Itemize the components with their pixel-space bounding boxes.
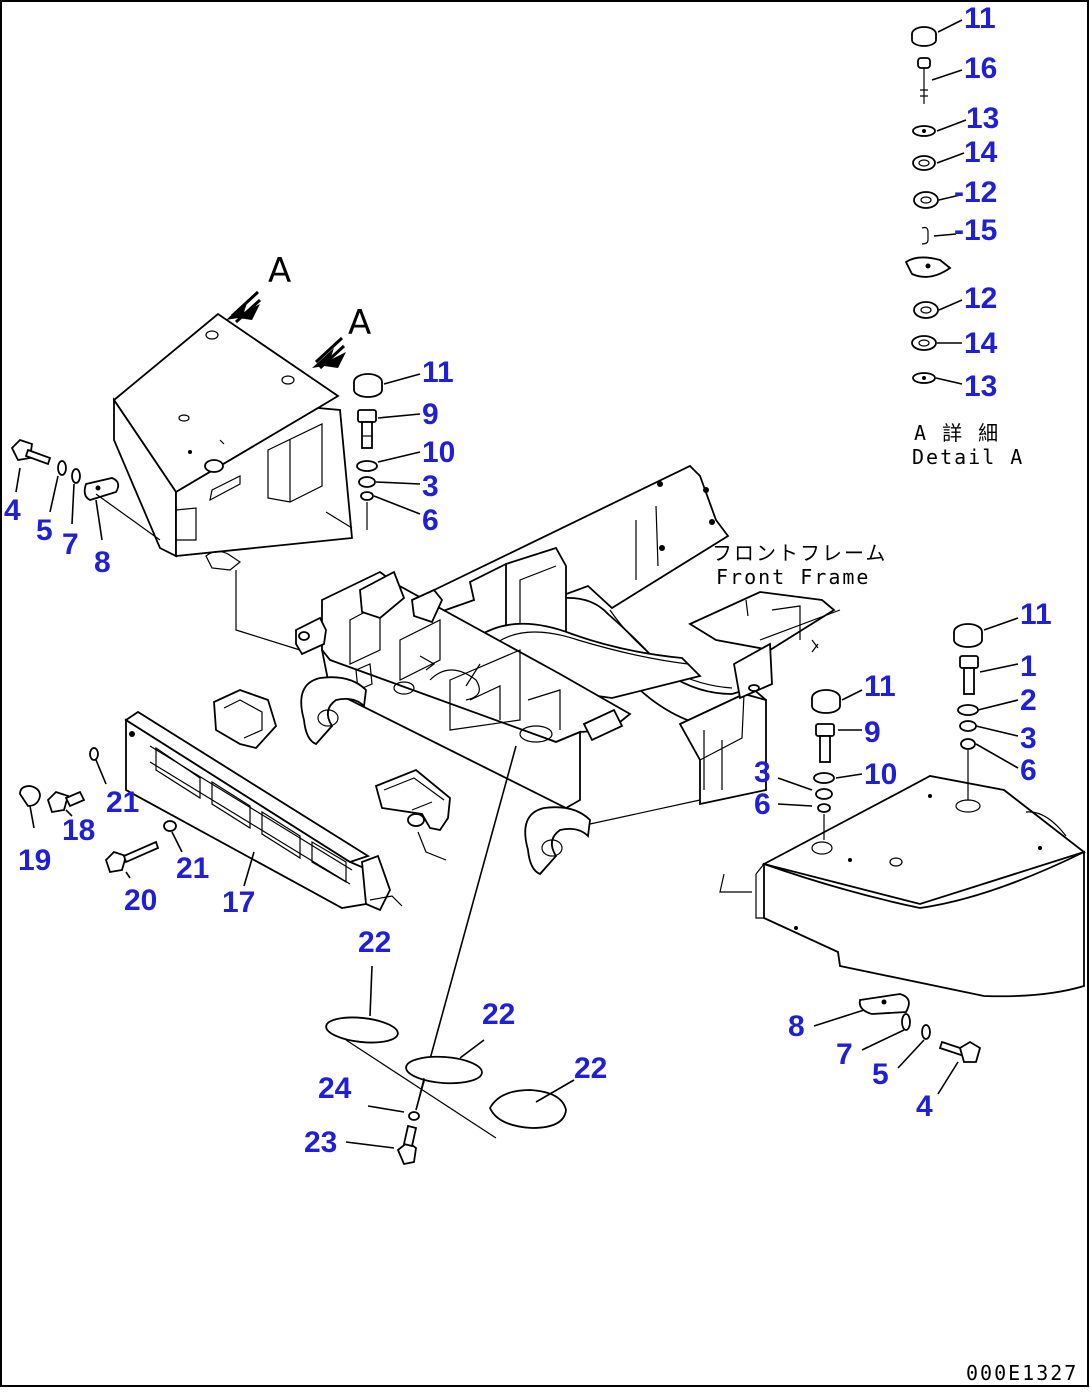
callout-15: -15 (954, 214, 997, 247)
drawing-code: 000E1327 (966, 1361, 1078, 1385)
callout-3: 3 (1020, 722, 1037, 755)
view-labels: A A A 詳 細 Detail A フロントフレーム Front Frame … (268, 251, 1078, 1385)
callout-10: 10 (864, 758, 897, 791)
front-frame (295, 464, 841, 893)
callout-22: 22 (574, 1052, 607, 1085)
callout-5: 5 (36, 514, 53, 547)
left-cover-assembly (10, 290, 421, 651)
callout-4: 4 (916, 1090, 933, 1123)
callout-10: 10 (422, 436, 455, 469)
callout-4: 4 (4, 494, 21, 527)
callout-22: 22 (482, 998, 515, 1031)
callout-5: 5 (872, 1058, 889, 1091)
right-cover-assembly (755, 617, 1086, 1095)
callout-14: 14 (964, 327, 998, 360)
callout-14: 14 (964, 136, 998, 169)
callout-19: 19 (18, 844, 51, 877)
callout-7: 7 (62, 528, 79, 561)
callout-8: 8 (94, 546, 111, 579)
callout-13: 13 (966, 102, 999, 135)
callout-9: 9 (422, 398, 439, 431)
callout-6: 6 (1020, 754, 1037, 787)
callout-labels: 11 16 13 14 -12 -15 12 14 13 11 9 10 3 6… (4, 2, 1052, 1159)
callout-12: 12 (964, 282, 997, 315)
callout-16: 16 (964, 52, 997, 85)
frame-label-jp: フロントフレーム (712, 541, 887, 565)
view-label-a-right: A (348, 303, 371, 343)
callout-22: 22 (358, 926, 391, 959)
front-panel-17 (19, 689, 517, 1111)
callout-11: 11 (1020, 598, 1052, 631)
callout-9: 9 (864, 716, 881, 749)
callout-18: 18 (62, 814, 95, 847)
callout-17: 17 (222, 886, 255, 919)
pads-assembly (325, 965, 575, 1166)
callout-3: 3 (754, 756, 771, 789)
detail-title-en: Detail A (912, 445, 1024, 469)
detail-title-jp: A 詳 細 (914, 421, 1000, 445)
frame-label-en: Front Frame (716, 565, 870, 589)
callout-12: -12 (954, 176, 997, 209)
callout-13: 13 (964, 370, 997, 403)
callout-21: 21 (176, 852, 209, 885)
callout-11: 11 (964, 2, 996, 35)
callout-11: 11 (864, 670, 896, 703)
callout-1: 1 (1020, 650, 1037, 683)
callout-24: 24 (318, 1072, 352, 1105)
callout-3: 3 (422, 470, 439, 503)
callout-23: 23 (304, 1126, 337, 1159)
callout-2: 2 (1020, 684, 1037, 717)
callout-6: 6 (422, 504, 439, 537)
detail-a-stack (904, 19, 967, 385)
callout-6: 6 (754, 788, 771, 821)
callout-8: 8 (788, 1010, 805, 1043)
callout-21: 21 (106, 786, 139, 819)
callout-11: 11 (422, 356, 454, 389)
view-label-a-left: A (268, 251, 291, 291)
callout-20: 20 (124, 884, 157, 917)
callout-7: 7 (836, 1038, 853, 1071)
